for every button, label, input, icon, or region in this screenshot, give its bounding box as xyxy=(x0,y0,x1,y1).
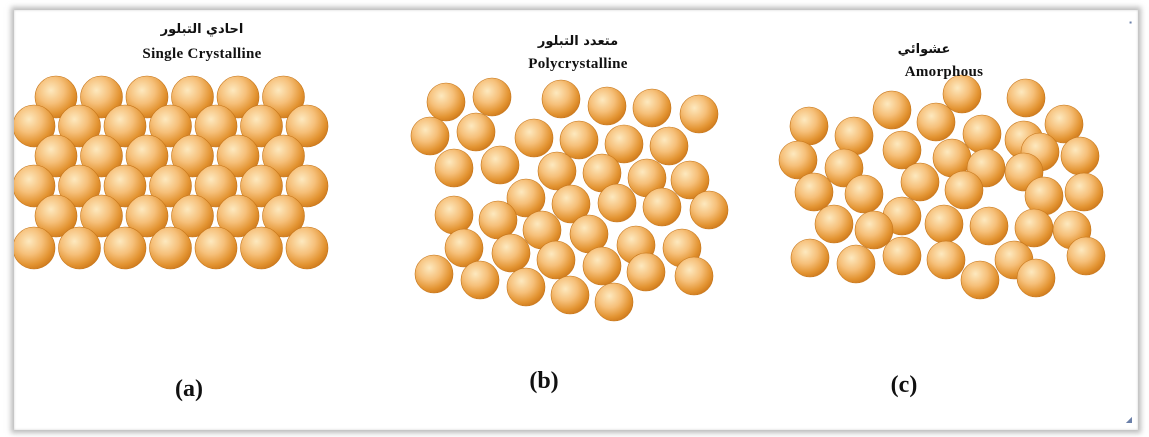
atom-polycrystalline xyxy=(542,80,580,118)
atom-polycrystalline xyxy=(633,89,671,127)
arabic-label-polycrystalline: متعدد التبلور xyxy=(428,34,728,49)
atom-polycrystalline xyxy=(515,119,553,157)
atom-polycrystalline xyxy=(680,95,718,133)
label-amorphous: Amorphous xyxy=(794,64,1094,81)
atom-polycrystalline xyxy=(461,261,499,299)
atom-polycrystalline xyxy=(411,117,449,155)
figure-frame: احادي التبلور Single Crystalline (a) متع… xyxy=(14,10,1138,430)
atom-amorphous xyxy=(791,239,829,277)
label-polycrystalline: Polycrystalline xyxy=(428,56,728,73)
atom-amorphous xyxy=(845,175,883,213)
atom-polycrystalline xyxy=(427,83,465,121)
atom-polycrystalline xyxy=(492,234,530,272)
atom-amorphous xyxy=(1065,173,1103,211)
corner-mark-top-right: ▪ xyxy=(1129,18,1132,27)
atom-polycrystalline xyxy=(598,184,636,222)
polycrystalline-lattice xyxy=(411,78,728,321)
atom-amorphous xyxy=(790,107,828,145)
corner-mark-bottom-right: ◢ xyxy=(1126,415,1132,424)
atom-amorphous xyxy=(917,103,955,141)
atom-polycrystalline xyxy=(650,127,688,165)
atom-polycrystalline xyxy=(435,149,473,187)
amorphous-arrangement xyxy=(779,75,1105,299)
atom-polycrystalline xyxy=(537,241,575,279)
atom-polycrystalline xyxy=(479,201,517,239)
atom-amorphous xyxy=(795,173,833,211)
atom-polycrystalline xyxy=(627,253,665,291)
atom-amorphous xyxy=(1015,209,1053,247)
atom-polycrystalline xyxy=(675,257,713,295)
atom-polycrystalline xyxy=(538,152,576,190)
atom-amorphous xyxy=(815,205,853,243)
atom-polycrystalline xyxy=(583,247,621,285)
atom-polycrystalline xyxy=(690,191,728,229)
atom-polycrystalline xyxy=(643,188,681,226)
atom-amorphous xyxy=(970,207,1008,245)
panel-letter-c: (c) xyxy=(854,372,954,399)
atom-amorphous xyxy=(1067,237,1105,275)
atom-polycrystalline xyxy=(415,255,453,293)
atom-amorphous xyxy=(855,211,893,249)
atom-polycrystalline xyxy=(551,276,589,314)
atom-polycrystalline xyxy=(481,146,519,184)
panel-amorphous: عشوائي Amorphous (c) xyxy=(14,10,374,430)
atom-amorphous xyxy=(883,237,921,275)
atom-amorphous xyxy=(925,205,963,243)
atom-amorphous xyxy=(1007,79,1045,117)
atom-polycrystalline xyxy=(560,121,598,159)
panel-letter-b: (b) xyxy=(494,368,594,395)
arabic-label-amorphous: عشوائي xyxy=(774,42,1074,57)
atom-polycrystalline xyxy=(507,268,545,306)
atom-amorphous xyxy=(963,115,1001,153)
atom-amorphous xyxy=(1017,259,1055,297)
atom-amorphous xyxy=(1061,137,1099,175)
atom-amorphous xyxy=(961,261,999,299)
atom-amorphous xyxy=(873,91,911,129)
atom-amorphous xyxy=(927,241,965,279)
atom-amorphous xyxy=(945,171,983,209)
atom-amorphous xyxy=(837,245,875,283)
atom-polycrystalline xyxy=(588,87,626,125)
atom-polycrystalline xyxy=(457,113,495,151)
atom-polycrystalline xyxy=(473,78,511,116)
atom-amorphous xyxy=(901,163,939,201)
atom-polycrystalline xyxy=(435,196,473,234)
atom-polycrystalline xyxy=(595,283,633,321)
